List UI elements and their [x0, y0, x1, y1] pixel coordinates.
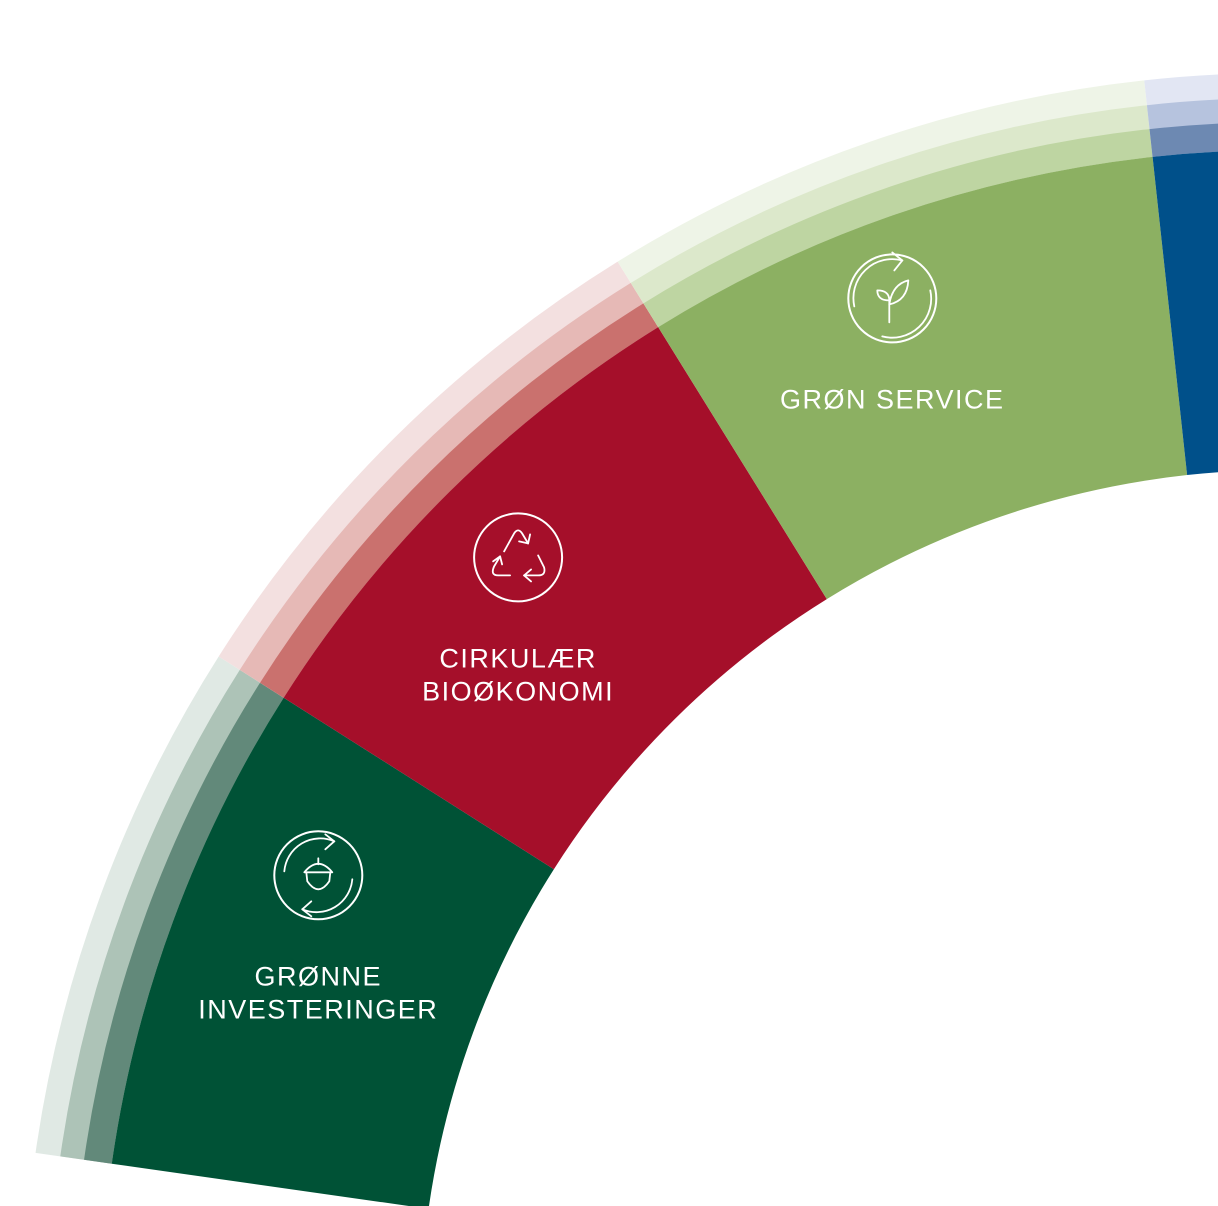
segments	[111, 151, 1218, 1206]
segment-icons	[273, 251, 938, 921]
ring-bands	[35, 74, 1218, 1164]
groen-service-label-line-1: GRØN SERVICE	[780, 384, 1005, 414]
recycle-icon	[473, 512, 564, 603]
groenne-investeringer-label-line-2: INVESTERINGER	[198, 994, 438, 1024]
cirkulaer-biooekonomi-label-line-2: BIOØKONOMI	[422, 676, 614, 706]
groenne-investeringer-label-line-1: GRØNNE	[255, 961, 383, 991]
groenne-investeringer-ring-band-3	[84, 682, 284, 1164]
cirkulaer-biooekonomi-segment	[283, 327, 827, 870]
sprout-cycle-icon	[847, 251, 938, 344]
landskab-og-anlaeg-segment	[1152, 151, 1218, 476]
acorn-cycle-icon	[273, 830, 364, 921]
groen-service-ring-band-3	[643, 129, 1153, 328]
groen-service-segment	[658, 156, 1188, 600]
cirkulaer-biooekonomi-ring-band-3	[260, 303, 659, 698]
groenne-investeringer-segment	[111, 697, 554, 1206]
cirkulaer-biooekonomi-label-line-1: CIRKULÆR	[439, 643, 597, 673]
landskab-og-anlaeg-ring-band-3	[1149, 123, 1218, 157]
